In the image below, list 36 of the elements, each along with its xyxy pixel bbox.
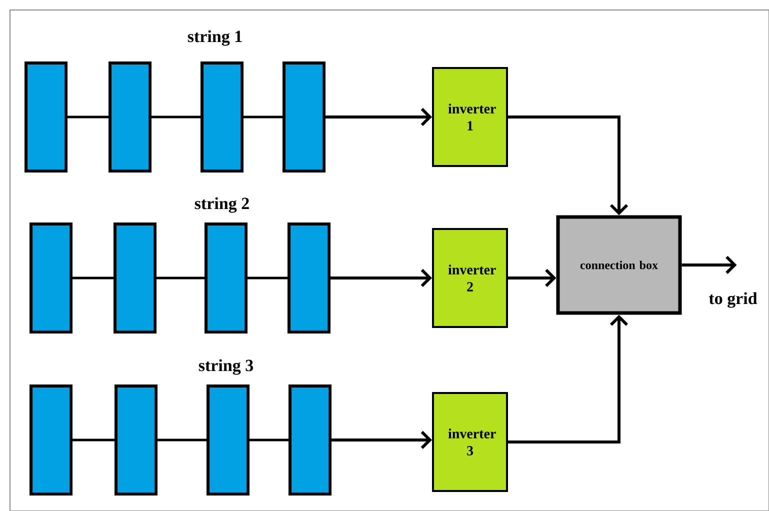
inverter-box: inverter 3	[432, 392, 508, 492]
solar-panel	[30, 222, 72, 334]
arrow	[682, 256, 737, 274]
string-label: string 1	[188, 30, 242, 46]
solar-panel	[30, 384, 72, 496]
solar-panel	[288, 222, 330, 334]
solar-panel	[114, 384, 158, 496]
connector-line	[72, 276, 114, 280]
solar-panel	[200, 62, 244, 172]
arrow	[508, 116, 628, 216]
connection-box: connection box	[556, 215, 682, 315]
solar-panel	[282, 62, 326, 172]
solar-panel	[204, 222, 248, 334]
arrow	[508, 268, 556, 288]
string-label: string 2	[194, 197, 249, 213]
connector-line	[250, 438, 288, 442]
arrow	[330, 268, 432, 288]
connector-line	[72, 438, 114, 442]
output-label: to grid	[708, 292, 758, 308]
arrow	[332, 430, 432, 450]
solar-panel	[288, 384, 332, 496]
solar-panel	[114, 222, 156, 334]
solar-panel	[206, 384, 250, 496]
inverter-box: inverter 1	[432, 67, 508, 167]
connector-line	[248, 276, 288, 280]
solar-panel	[24, 62, 68, 172]
solar-panel	[108, 62, 152, 172]
connector-line	[156, 276, 204, 280]
connector-line	[152, 116, 200, 118]
arrow	[326, 108, 432, 126]
arrow	[508, 314, 628, 444]
string-label: string 3	[198, 359, 254, 375]
connector-line	[68, 116, 108, 118]
connector-line	[244, 116, 282, 118]
connector-line	[158, 438, 206, 442]
inverter-box: inverter 2	[432, 228, 508, 328]
